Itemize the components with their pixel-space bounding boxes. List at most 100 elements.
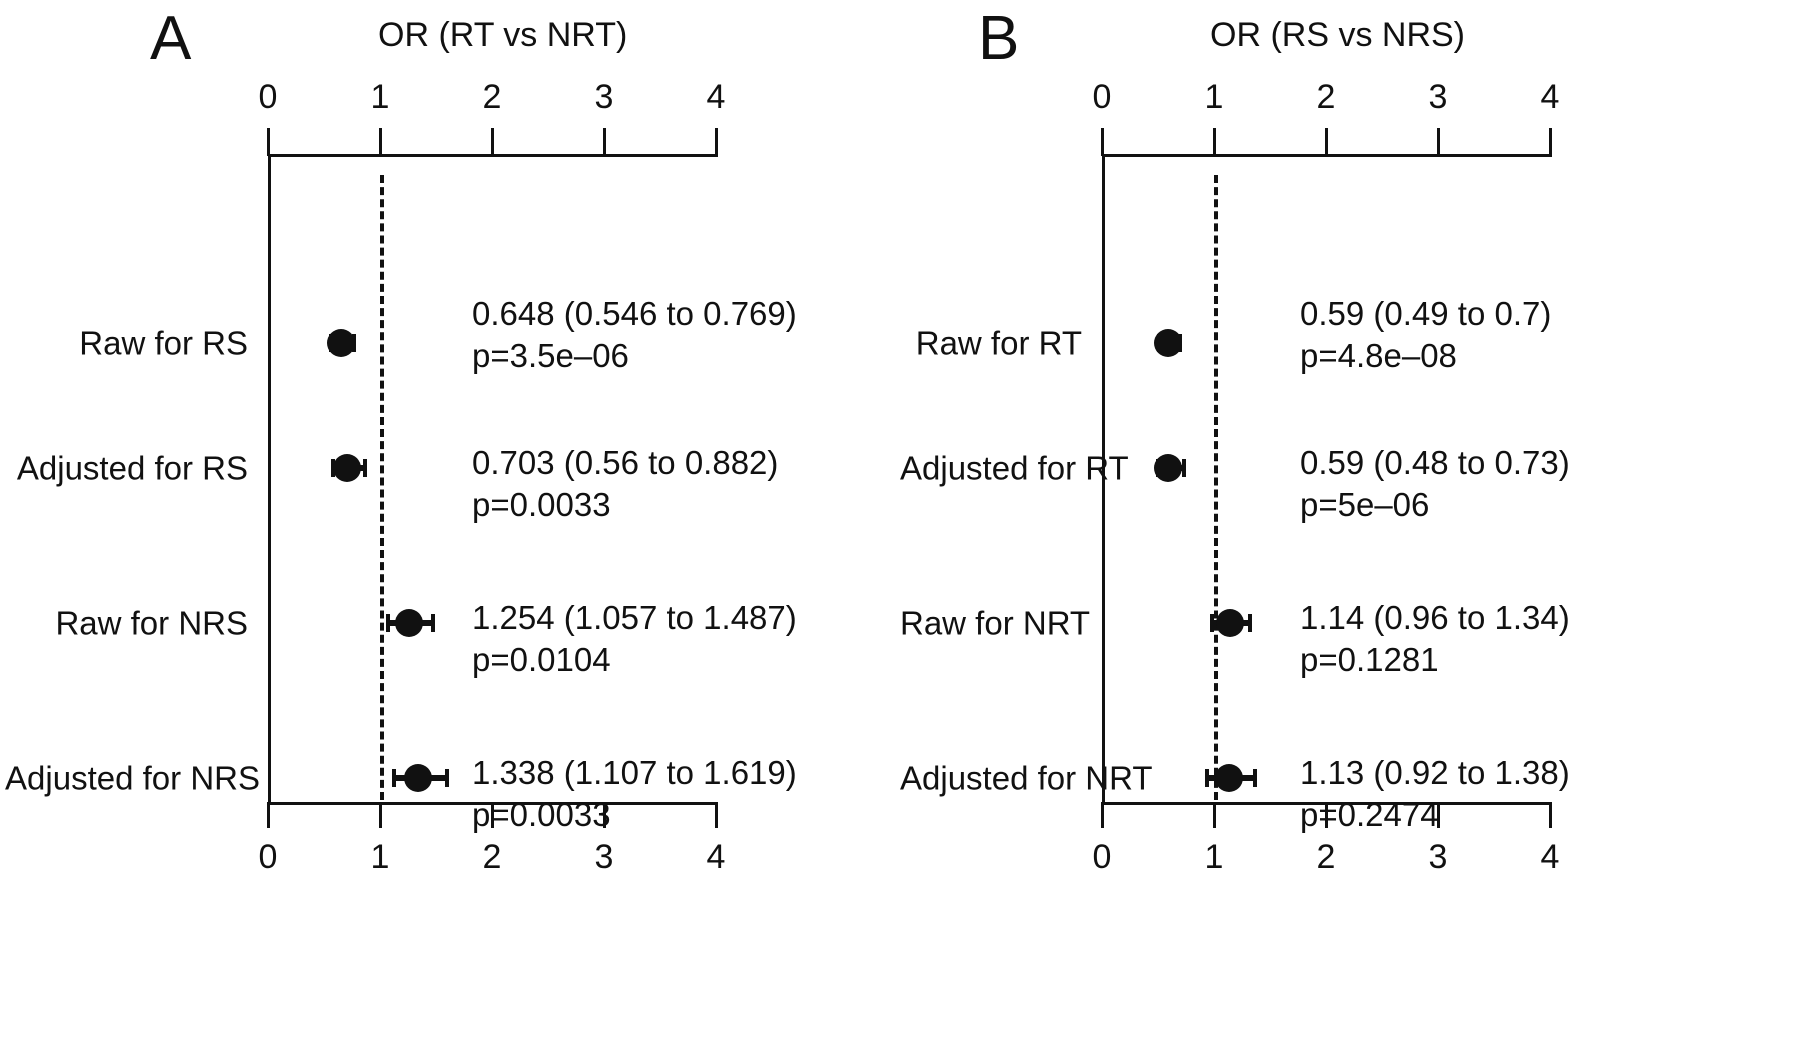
panel-a-top-tick-label-2: 2 xyxy=(482,78,502,116)
panel-b-row-ci-cap-high-2 xyxy=(1248,614,1253,632)
panel-a-top-tick-1 xyxy=(379,128,382,156)
panel-b-row-label-2: Raw for NRT xyxy=(900,604,1091,642)
panel-a-row-point-3 xyxy=(403,764,432,792)
panel-b-row-point-0 xyxy=(1154,329,1183,357)
panel-a-row-ci-text-0: 0.648 (0.546 to 0.769) xyxy=(472,295,797,332)
panel-a-row-p-text-0: p=3.5e–06 xyxy=(472,337,629,375)
panel-a-bottom-tick-label-1: 1 xyxy=(370,838,390,876)
panel-a-left-frame xyxy=(268,154,271,804)
panel-b-top-axis-line xyxy=(1102,154,1552,157)
panel-b-row-p-text-1: p=5e–06 xyxy=(1300,486,1430,524)
panel-a-row-label-1: Adjusted for RS xyxy=(16,449,248,487)
panel-b-left-frame xyxy=(1102,154,1105,804)
panel-a-row-stats-1: 0.703 (0.56 to 0.882) p=0.0033 xyxy=(472,442,778,526)
panel-b-top-tick-label-4: 4 xyxy=(1540,78,1560,116)
panel-a-row-label-0: Raw for RS xyxy=(79,324,248,362)
panel-a-top-axis-line xyxy=(268,154,718,157)
panel-a-top-tick-label-4: 4 xyxy=(706,78,726,116)
panel-b-row-ci-cap-high-1 xyxy=(1181,459,1186,477)
panel-b-bottom-tick-label-4: 4 xyxy=(1540,838,1560,876)
panel-b-row-ci-text-1: 0.59 (0.48 to 0.73) xyxy=(1300,444,1570,481)
panel-a-top-tick-2 xyxy=(491,128,494,156)
panel-b-bottom-tick-label-0: 0 xyxy=(1092,838,1112,876)
panel-b-row-label-0: Raw for RT xyxy=(915,324,1082,362)
panel-a-top-tick-label-3: 3 xyxy=(594,78,614,116)
panel-a-letter: A xyxy=(150,4,192,73)
panel-a-top-tick-3 xyxy=(603,128,606,156)
panel-b-row-ci-text-0: 0.59 (0.49 to 0.7) xyxy=(1300,295,1552,332)
panel-a-top-tick-4 xyxy=(715,128,718,156)
panel-a-row-point-0 xyxy=(326,329,355,357)
panel-a-bottom-tick-1 xyxy=(379,802,382,828)
panel-b-bottom-tick-label-2: 2 xyxy=(1316,838,1336,876)
panel-b-row-point-2 xyxy=(1215,609,1244,637)
panel-a-row-ci-cap-low-3 xyxy=(392,769,396,787)
panel-a-row-ci-cap-high-1 xyxy=(362,459,367,477)
panel-a-row-point-2 xyxy=(394,609,423,637)
panel-b-row-p-text-0: p=4.8e–08 xyxy=(1300,337,1457,375)
panel-a-row-p-text-2: p=0.0104 xyxy=(472,641,611,679)
panel-a-row-p-text-1: p=0.0033 xyxy=(472,486,611,524)
panel-b-row-label-1: Adjusted for RT xyxy=(900,449,1129,487)
panel-b-top-tick-label-0: 0 xyxy=(1092,78,1112,116)
panel-b-row-ci-cap-low-2 xyxy=(1209,614,1214,632)
panel-a: A OR (RT vs NRT) 0 1 2 3 4 0 1 2 3 4 xyxy=(0,0,900,1051)
panel-b-row-ci-cap-low-3 xyxy=(1205,769,1209,787)
panel-b-top-tick-4 xyxy=(1549,128,1552,156)
panel-b-bottom-tick-1 xyxy=(1213,802,1216,828)
panel-a-row-stats-2: 1.254 (1.057 to 1.487) p=0.0104 xyxy=(472,597,797,681)
panel-a-row-ci-text-1: 0.703 (0.56 to 0.882) xyxy=(472,444,779,481)
panel-b-top-tick-0 xyxy=(1101,128,1104,156)
panel-a-bottom-tick-label-4: 4 xyxy=(706,838,726,876)
panel-a-row-stats-3: 1.338 (1.107 to 1.619) p=0.0033 xyxy=(472,752,797,836)
panel-a-row-ci-cap-high-2 xyxy=(430,614,435,632)
panel-b-row-p-text-3: p=0.2474 xyxy=(1300,796,1439,834)
panel-a-bottom-tick-0 xyxy=(267,802,270,828)
panel-b-top-tick-label-2: 2 xyxy=(1316,78,1336,116)
panel-b-top-tick-1 xyxy=(1213,128,1216,156)
panel-a-row-ci-text-3: 1.338 (1.107 to 1.619) xyxy=(472,754,797,791)
panel-a-row-ci-cap-high-3 xyxy=(445,769,450,787)
panel-a-row-p-text-3: p=0.0033 xyxy=(472,796,611,834)
panel-b-row-stats-1: 0.59 (0.48 to 0.73) p=5e–06 xyxy=(1300,442,1570,526)
panel-b-row-point-3 xyxy=(1214,764,1243,792)
panel-b-bottom-tick-4 xyxy=(1549,802,1552,828)
panel-b-bottom-tick-3 xyxy=(1437,802,1440,828)
panel-a-bottom-tick-2 xyxy=(491,802,494,828)
panel-a-reference-line xyxy=(380,175,384,800)
panel-a-axis-title: OR (RT vs NRT) xyxy=(378,16,628,54)
panel-a-top-tick-label-1: 1 xyxy=(370,78,390,116)
panel-b-top-tick-label-3: 3 xyxy=(1428,78,1448,116)
panel-a-row-label-3: Adjusted for NRS xyxy=(5,759,260,797)
panel-b-row-ci-cap-high-3 xyxy=(1252,769,1257,787)
panel-b-reference-line xyxy=(1214,175,1218,800)
panel-a-bottom-tick-4 xyxy=(715,802,718,828)
panel-b-row-stats-3: 1.13 (0.92 to 1.38) p=0.2474 xyxy=(1300,752,1570,836)
panel-b-row-label-3: Adjusted for NRT xyxy=(900,759,1153,797)
panel-a-bottom-tick-label-3: 3 xyxy=(594,838,614,876)
panel-b-bottom-tick-label-1: 1 xyxy=(1204,838,1224,876)
panel-a-bottom-tick-3 xyxy=(603,802,606,828)
panel-b-letter: B xyxy=(978,4,1020,73)
panel-a-bottom-tick-label-2: 2 xyxy=(482,838,502,876)
panel-a-row-label-2: Raw for NRS xyxy=(55,604,248,642)
panel-a-row-ci-text-2: 1.254 (1.057 to 1.487) xyxy=(472,599,797,636)
panel-b-bottom-tick-2 xyxy=(1325,802,1328,828)
panel-b-row-stats-2: 1.14 (0.96 to 1.34) p=0.1281 xyxy=(1300,597,1570,681)
panel-b-row-p-text-2: p=0.1281 xyxy=(1300,641,1439,679)
panel-b-bottom-tick-label-3: 3 xyxy=(1428,838,1448,876)
panel-b-row-point-1 xyxy=(1154,454,1183,482)
panel-b-axis-title: OR (RS vs NRS) xyxy=(1210,16,1465,54)
panel-a-row-point-1 xyxy=(332,454,361,482)
panel-b: B OR (RS vs NRS) 0 1 2 3 4 0 1 2 3 4 xyxy=(900,0,1807,1051)
panel-a-row-stats-0: 0.648 (0.546 to 0.769) p=3.5e–06 xyxy=(472,293,797,377)
panel-a-top-tick-0 xyxy=(267,128,270,156)
panel-b-row-ci-text-2: 1.14 (0.96 to 1.34) xyxy=(1300,599,1570,636)
panel-b-top-tick-3 xyxy=(1437,128,1440,156)
panel-b-row-stats-0: 0.59 (0.49 to 0.7) p=4.8e–08 xyxy=(1300,293,1551,377)
panel-a-row-ci-cap-low-2 xyxy=(386,614,391,632)
panel-b-top-tick-label-1: 1 xyxy=(1204,78,1224,116)
panel-a-top-tick-label-0: 0 xyxy=(258,78,278,116)
panel-a-bottom-tick-label-0: 0 xyxy=(258,838,278,876)
